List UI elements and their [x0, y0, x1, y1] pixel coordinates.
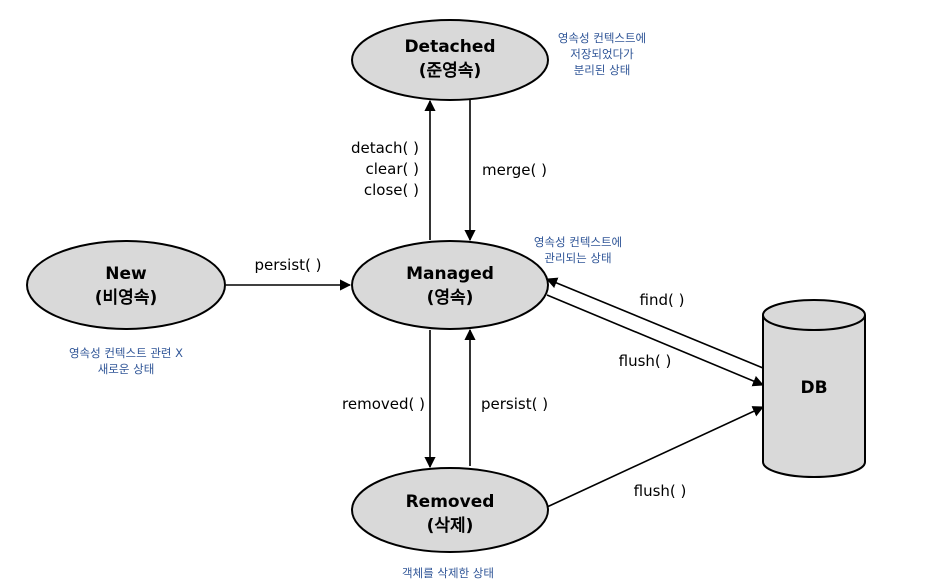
database-cylinder-body — [762, 315, 866, 478]
state-managed-title: Managed — [406, 264, 494, 284]
state-detached: Detached (준영속) — [351, 19, 549, 101]
edge-label-removed: removed( ) — [342, 395, 425, 413]
note-new-line-2: 새로운 상태 — [98, 362, 155, 376]
state-new: New (비영속) — [26, 240, 226, 330]
note-new-line-1: 영속성 컨텍스트 관련 X — [69, 346, 183, 360]
note-detached-line-3: 분리된 상태 — [574, 63, 631, 77]
edge-label-close: close( ) — [364, 181, 419, 199]
note-managed-line-2: 관리되는 상태 — [544, 251, 611, 265]
state-new-shape — [26, 240, 226, 330]
arrow-managed-to-db — [546, 294, 765, 387]
arrow-removed-to-db — [546, 406, 765, 508]
state-managed-shape — [351, 240, 549, 330]
state-removed-shape — [351, 467, 549, 553]
note-detached-line-2: 저장되었다가 — [570, 47, 634, 61]
state-new-title: New — [105, 264, 147, 284]
note-detached-line-1: 영속성 컨텍스트에 — [558, 31, 646, 45]
database-label: DB — [800, 378, 827, 398]
edge-label-flush-managed: flush( ) — [619, 352, 672, 370]
arrow-db-to-managed — [545, 277, 764, 369]
database: DB — [762, 299, 866, 478]
edge-label-persist-new: persist( ) — [254, 256, 321, 274]
state-managed: Managed (영속) — [351, 240, 549, 330]
state-removed: Removed (삭제) — [351, 467, 549, 553]
edge-label-find: find( ) — [640, 291, 685, 309]
note-removed-line-1: 객체를 삭제한 상태 — [402, 566, 494, 580]
edge-label-persist-removed: persist( ) — [481, 395, 548, 413]
state-detached-shape — [351, 19, 549, 101]
database-cylinder-top — [762, 299, 866, 331]
state-new-subtitle: (비영속) — [95, 288, 157, 308]
edge-label-merge: merge( ) — [482, 161, 547, 179]
note-managed-line-1: 영속성 컨텍스트에 — [534, 235, 622, 249]
edge-label-clear: clear( ) — [366, 160, 419, 178]
state-detached-subtitle: (준영속) — [419, 61, 481, 81]
state-detached-title: Detached — [404, 37, 495, 57]
edge-label-flush-removed: flush( ) — [634, 482, 687, 500]
state-removed-title: Removed — [406, 492, 495, 512]
state-managed-subtitle: (영속) — [427, 288, 474, 308]
state-removed-subtitle: (삭제) — [427, 516, 474, 536]
edge-label-detach: detach( ) — [351, 139, 419, 157]
